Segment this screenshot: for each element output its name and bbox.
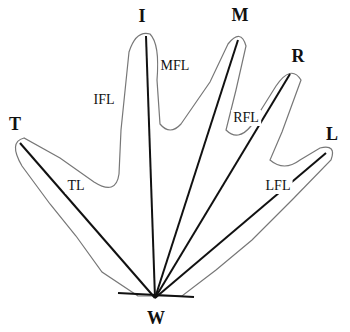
- length-label: MFL: [159, 58, 192, 74]
- fingertip-letter: R: [290, 46, 307, 66]
- length-label: LFL: [264, 178, 293, 194]
- hand-outline: [15, 33, 332, 296]
- index-line: [146, 36, 155, 298]
- fingertip-letter: T: [7, 114, 23, 134]
- thumb-line: [20, 143, 155, 298]
- length-label: TL: [65, 178, 86, 194]
- finger-lines: [20, 36, 326, 298]
- fingertip-letter: I: [136, 6, 147, 26]
- wrist-letter: W: [145, 308, 167, 328]
- little-line: [155, 153, 326, 298]
- wrist-line: [118, 293, 194, 297]
- fingertip-letter: M: [230, 5, 251, 25]
- middle-line: [155, 40, 238, 298]
- length-label: RFL: [231, 110, 261, 126]
- length-label: IFL: [92, 92, 117, 108]
- fingertip-letter: L: [324, 124, 340, 144]
